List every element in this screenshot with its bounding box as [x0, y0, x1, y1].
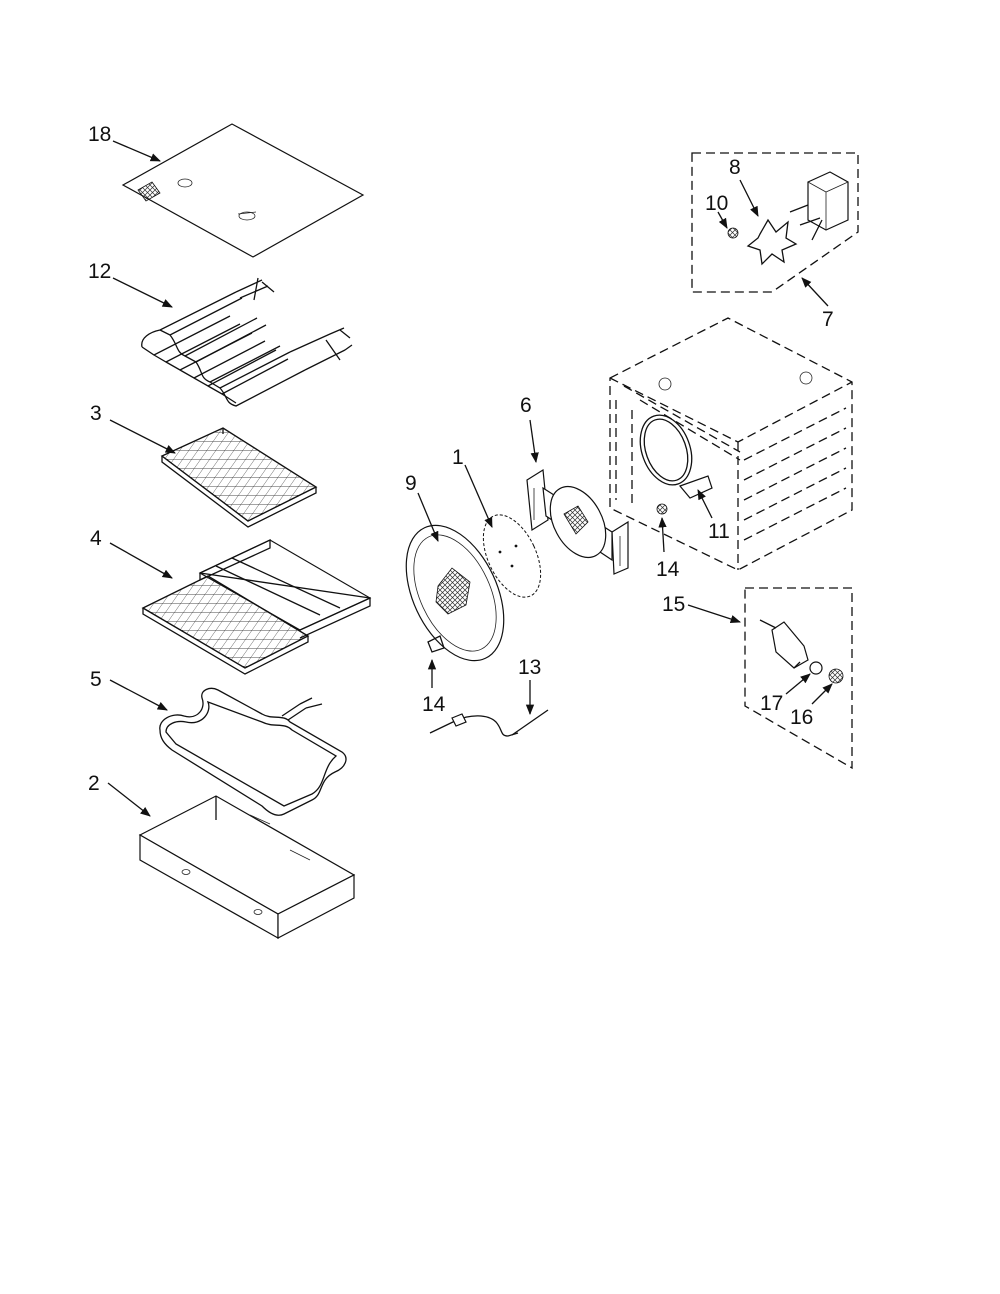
- part-18-panel: [121, 123, 365, 258]
- callout-8: 8: [729, 156, 741, 179]
- callout-11: 11: [708, 520, 730, 543]
- callout-6: 6: [520, 394, 532, 417]
- part-14-screw-right: [656, 503, 668, 515]
- callout-15: 15: [662, 593, 685, 616]
- leader-3: [109, 419, 176, 454]
- part-4-sliding-rack: [141, 538, 372, 675]
- callout-12: 12: [88, 260, 111, 283]
- leader-15: [687, 604, 741, 624]
- callout-13: 13: [518, 656, 541, 679]
- callout-7: 7: [822, 308, 834, 331]
- callout-5: 5: [90, 668, 102, 691]
- callout-3: 3: [90, 402, 102, 425]
- leader-4: [109, 542, 173, 579]
- leader-16: [811, 683, 833, 705]
- callout-17: 17: [760, 692, 783, 715]
- leader-10: [717, 211, 728, 229]
- part-1-fan-disc: [482, 514, 542, 598]
- part-6-fan-bracket: [526, 468, 629, 575]
- leader-9: [417, 492, 439, 542]
- leader-11: [697, 489, 713, 519]
- leader-7: [801, 277, 829, 307]
- part-13-temp-probe: [429, 709, 549, 737]
- leader-1: [464, 464, 493, 528]
- callout-1: 1: [452, 446, 464, 469]
- callout-18: 18: [88, 123, 111, 146]
- leader-17: [785, 673, 811, 695]
- part-3-oven-rack: [160, 427, 318, 528]
- callout-14-right: 14: [656, 558, 680, 581]
- part-5-bake-element: [159, 687, 347, 816]
- callout-16: 16: [790, 706, 813, 729]
- part-15-light-assembly-group: [744, 587, 853, 770]
- oven-cavity-outline: [609, 317, 853, 571]
- leader-2: [107, 782, 151, 817]
- part-12-broil-element: [141, 277, 353, 407]
- callout-9: 9: [405, 472, 417, 495]
- callout-4: 4: [90, 527, 102, 550]
- leader-8: [739, 179, 759, 217]
- leader-14-right: [658, 516, 667, 553]
- leader-12: [112, 277, 173, 308]
- callout-14-left: 14: [422, 693, 446, 716]
- leader-6: [529, 419, 539, 464]
- part-2-bottom-tray: [138, 795, 356, 940]
- part-7-motor-assembly-group: [691, 152, 859, 293]
- leader-18: [112, 140, 161, 162]
- callout-2: 2: [88, 772, 100, 795]
- leader-5: [109, 679, 168, 711]
- part-9-fan-cover: [405, 524, 505, 662]
- part-11-convection-element: [639, 414, 713, 499]
- callout-10: 10: [705, 192, 728, 215]
